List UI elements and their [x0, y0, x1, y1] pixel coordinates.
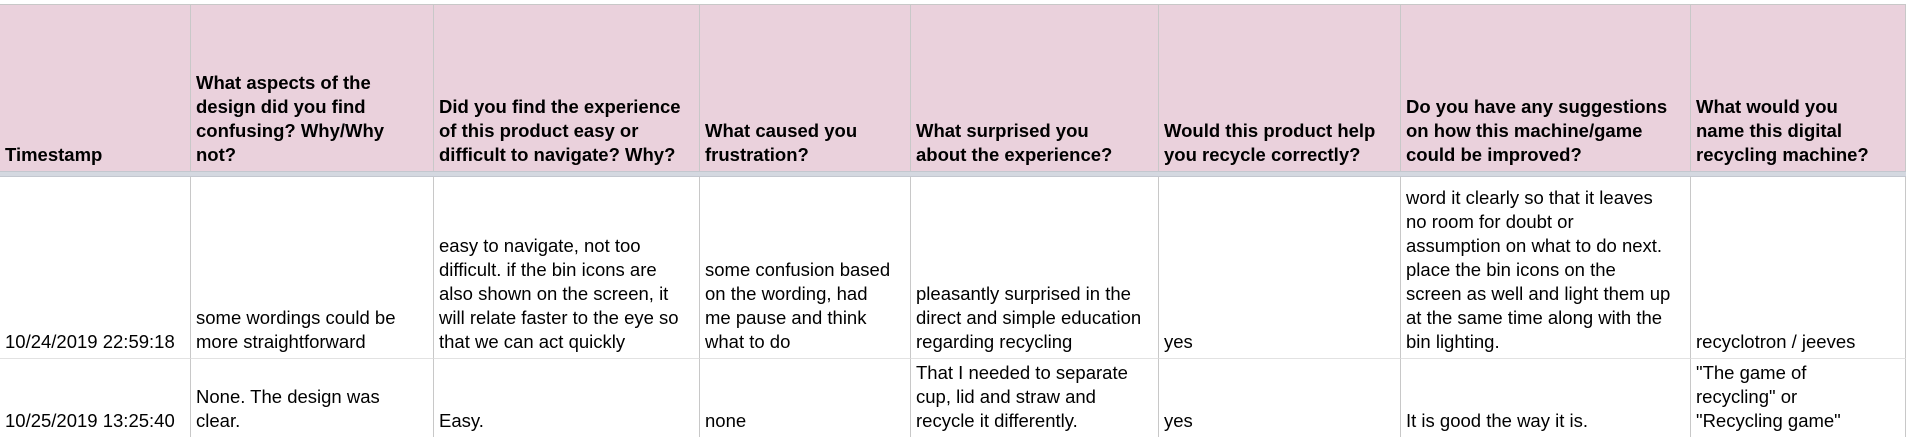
header-row: Timestamp What aspects of the design did…	[0, 5, 1906, 171]
header-cell-recycle-correctly[interactable]: Would this product help you recycle corr…	[1159, 5, 1401, 171]
table-cell[interactable]: some confusion based on the wording, had…	[700, 177, 911, 359]
table-row: 10/25/2019 13:25:40 None. The design was…	[0, 359, 1906, 437]
table-cell[interactable]: yes	[1159, 359, 1401, 437]
table-cell[interactable]: some wordings could be more straightforw…	[191, 177, 434, 359]
table-cell[interactable]: 10/24/2019 22:59:18	[0, 177, 191, 359]
header-cell-timestamp[interactable]: Timestamp	[0, 5, 191, 171]
table-cell[interactable]: word it clearly so that it leaves no roo…	[1401, 177, 1691, 359]
table-cell[interactable]: "The game of recycling" or "Recycling ga…	[1691, 359, 1906, 437]
table-row: 10/24/2019 22:59:18 some wordings could …	[0, 177, 1906, 359]
header-cell-navigate[interactable]: Did you find the experience of this prod…	[434, 5, 700, 171]
table-cell[interactable]: None. The design was clear.	[191, 359, 434, 437]
table-cell[interactable]: recyclotron / jeeves	[1691, 177, 1906, 359]
frozen-row-divider[interactable]	[0, 171, 1906, 177]
header-cell-suggestions[interactable]: Do you have any suggestions on how this …	[1401, 5, 1691, 171]
table-cell[interactable]: pleasantly surprised in the direct and s…	[911, 177, 1159, 359]
table-cell[interactable]: none	[700, 359, 911, 437]
header-cell-confusing[interactable]: What aspects of the design did you find …	[191, 5, 434, 171]
table-cell[interactable]: easy to navigate, not too difficult. if …	[434, 177, 700, 359]
table-cell[interactable]: Easy.	[434, 359, 700, 437]
table-cell[interactable]: yes	[1159, 177, 1401, 359]
header-cell-name-machine[interactable]: What would you name this digital recycli…	[1691, 5, 1906, 171]
table-cell[interactable]: It is good the way it is.	[1401, 359, 1691, 437]
table-cell[interactable]: That I needed to separate cup, lid and s…	[911, 359, 1159, 437]
table-cell[interactable]: 10/25/2019 13:25:40	[0, 359, 191, 437]
column-header-strip	[0, 0, 1906, 5]
header-cell-surprised[interactable]: What surprised you about the experience?	[911, 5, 1159, 171]
header-cell-frustration[interactable]: What caused you frustration?	[700, 5, 911, 171]
